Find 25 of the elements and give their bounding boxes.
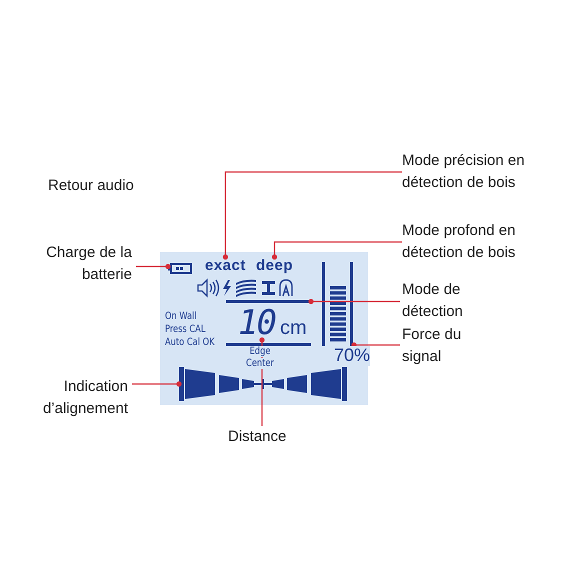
- callout-label: Retour audio: [48, 176, 134, 196]
- leader-line: [351, 342, 400, 348]
- mode-underline-bar: [226, 300, 311, 303]
- callout-label: Mode profond en détection de bois: [402, 220, 578, 264]
- leader-line: [222, 171, 402, 260]
- callout-label: Mode précision en détection de bois: [402, 150, 578, 194]
- leader-line: [308, 298, 400, 304]
- callout-label: Distance: [228, 426, 308, 448]
- lcd-display-panel: [160, 252, 368, 405]
- leader-line: [272, 241, 402, 260]
- callout-label: Indication d’alignement: [28, 376, 128, 420]
- signal-percent-text: 70%: [334, 346, 370, 366]
- mode-indicator-text: deep: [256, 257, 294, 275]
- mode-indicator-text: exact: [205, 257, 246, 275]
- distance-unit: cm: [280, 316, 307, 341]
- leader-line: [136, 264, 171, 270]
- leader-line: [132, 381, 182, 387]
- callout-label: Force du signal: [402, 324, 502, 368]
- callout-label: Charge de la batterie: [46, 242, 132, 286]
- status-text: On Wall: [165, 311, 197, 322]
- status-text: Press CAL: [165, 324, 206, 335]
- callout-label: Mode de détection: [402, 279, 502, 323]
- distance-value: 10: [238, 306, 275, 340]
- leader-line: [259, 337, 265, 426]
- status-text: Auto Cal OK: [165, 337, 215, 348]
